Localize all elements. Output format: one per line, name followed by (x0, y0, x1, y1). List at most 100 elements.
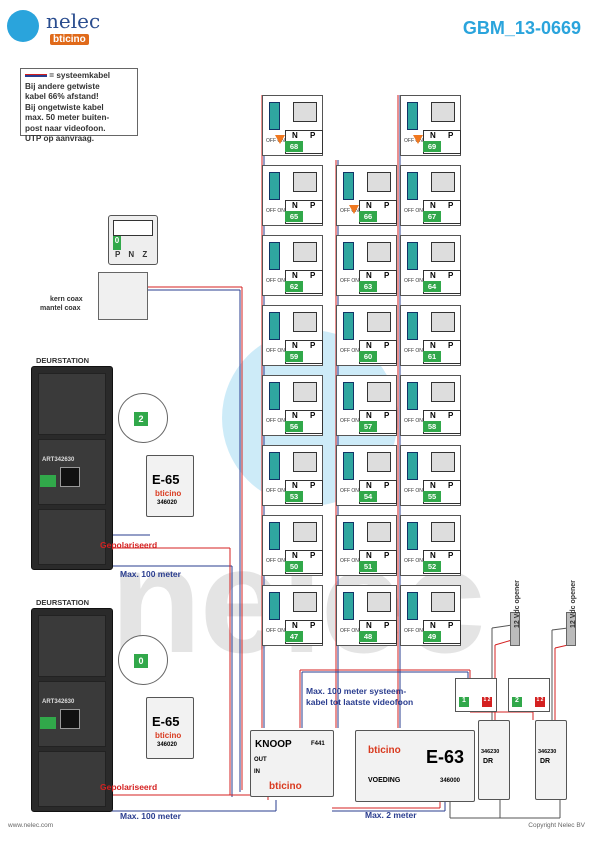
terminal-block (407, 452, 418, 480)
knoop-code: F441 (311, 741, 325, 747)
terminal-block (269, 172, 280, 200)
station-address: 2 (134, 412, 148, 426)
address-zoom: 2 (118, 393, 168, 443)
knoop-brand: bticino (269, 781, 302, 792)
offon-label: OFF ON (404, 558, 423, 564)
terminal-block (407, 242, 418, 270)
terminal-block (343, 452, 354, 480)
monitor-icon (431, 102, 455, 122)
offon-label: OFF ON (266, 418, 285, 424)
monitor-icon (431, 242, 455, 262)
monitor-icon (431, 452, 455, 472)
relay-wire (551, 627, 569, 631)
coax-mantel-label: mantel coax (40, 305, 81, 312)
opener-label: 12 Vdc opener (570, 580, 577, 628)
terminal-block (343, 522, 354, 550)
legend-text: = systeemkabel (49, 71, 111, 80)
n-label: N (430, 411, 436, 420)
monitor-icon (293, 172, 317, 192)
p-label: P (310, 201, 316, 210)
door-opener-icon (566, 612, 576, 646)
p-label: P (384, 341, 390, 350)
max-distance-label: Max. 100 meter (120, 811, 181, 821)
e65-brand: bticino (155, 731, 182, 740)
door-station: ART342630 (31, 608, 113, 812)
videophone-address: 52 (423, 561, 441, 572)
e63-power-supply: bticino E-63 VOEDING 346000 (355, 730, 475, 802)
videophone-address: 58 (423, 421, 441, 432)
address-value: 0 (113, 236, 121, 250)
note-line: kabel 66% afstand! (25, 92, 99, 101)
arrow-down-icon (275, 135, 285, 144)
polarized-label: Gepolariseerd (100, 540, 158, 550)
offon-label: OFF ON (266, 558, 285, 564)
p-label: P (384, 551, 390, 560)
n-label: N (292, 411, 298, 420)
monitor-icon (293, 242, 317, 262)
relay-wire (491, 624, 513, 629)
e65-power-supply: E-65 bticino 346020 (146, 697, 194, 759)
relay-pol: 1 2 (482, 697, 492, 707)
n-label: N (292, 271, 298, 280)
terminal-block (269, 382, 280, 410)
monitor-icon (293, 312, 317, 332)
terminal-block (343, 242, 354, 270)
n-label: N (292, 621, 298, 630)
knoop-input: IN (254, 769, 260, 775)
note-line: Bij ongetwiste kabel (25, 102, 104, 112)
n-label: N (292, 481, 298, 490)
monitor-icon (431, 382, 455, 402)
e63-brand: bticino (368, 745, 401, 756)
n-label: N (430, 621, 436, 630)
p-label: P (310, 621, 316, 630)
monitor-icon (367, 452, 391, 472)
videophone-address: 53 (285, 491, 303, 502)
monitor-icon (367, 382, 391, 402)
offon-label: OFF ON (340, 488, 359, 494)
p-label: P (448, 621, 454, 630)
panel-slot (38, 509, 106, 565)
offon-label: OFF ON (266, 208, 285, 214)
offon-label: OFF ON (404, 418, 423, 424)
terminal-block (269, 312, 280, 340)
n-label: N (292, 131, 298, 140)
panel-slot (38, 615, 106, 677)
p-label: P (384, 621, 390, 630)
terminal-block (343, 382, 354, 410)
offon-label: OFF ON (340, 278, 359, 284)
note-line: UTP op aanvraag. (25, 134, 95, 143)
monitor-icon (431, 172, 455, 192)
knoop-input: OUT (254, 757, 267, 763)
terminal-block (407, 592, 418, 620)
videophone-address: 67 (423, 211, 441, 222)
monitor-icon (293, 522, 317, 542)
videophone-address: 65 (285, 211, 303, 222)
brand-sub: bticino (50, 34, 89, 45)
legend-note: = systeemkabel Bij andere getwiste kabel… (20, 68, 138, 143)
e65-code: 346020 (157, 742, 178, 748)
knoop-name: KNOOP (255, 739, 292, 750)
station-address: 0 (134, 654, 148, 668)
relay-module: 346230 DR (478, 720, 510, 800)
terminal-block (343, 592, 354, 620)
videophone-address: 49 (423, 631, 441, 642)
n-label: N (430, 481, 436, 490)
station-art: ART342630 (42, 457, 75, 463)
p-label: P (310, 271, 316, 280)
videophone-address: 69 (423, 141, 441, 152)
camera-icon (60, 709, 80, 729)
max-distance-label: Max. 100 meter (120, 569, 181, 579)
p-label: P (310, 481, 316, 490)
monitor-icon (367, 312, 391, 332)
